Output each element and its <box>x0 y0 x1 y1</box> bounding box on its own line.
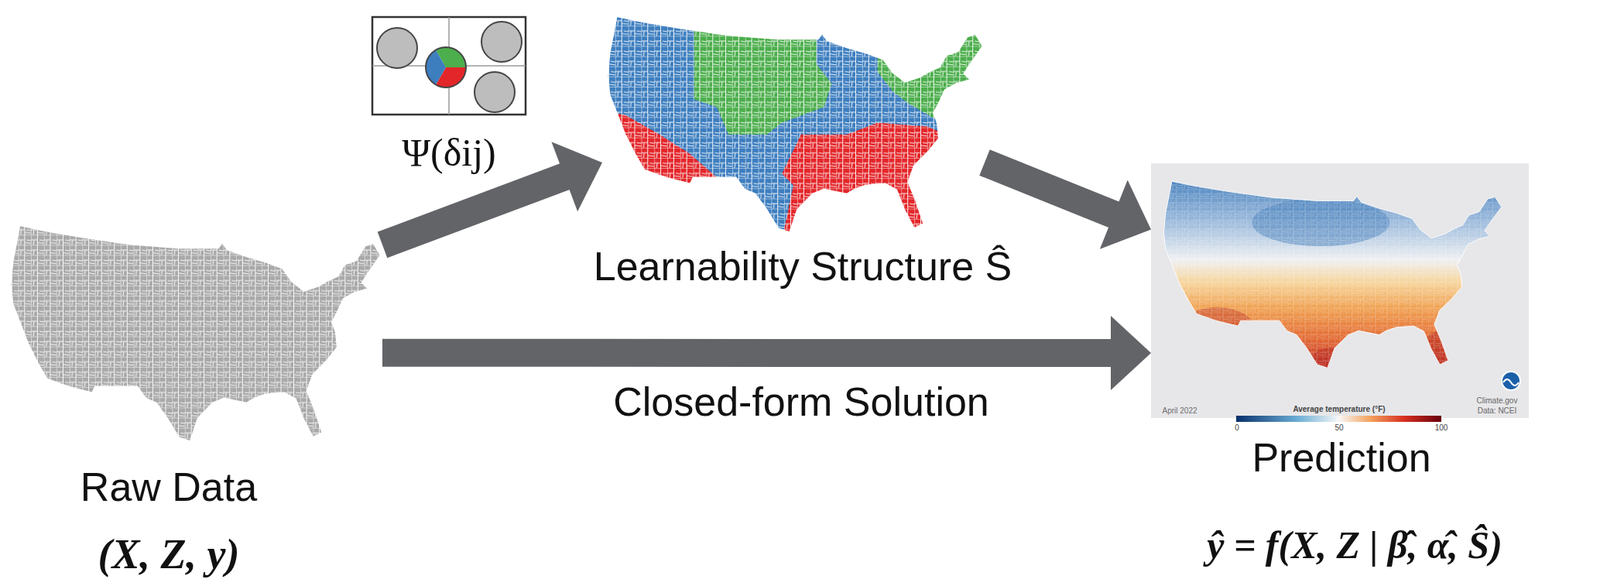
blue-region <box>602 5 985 240</box>
noaa-logo <box>1501 371 1521 391</box>
us-outline <box>10 225 381 442</box>
temperature-us-map <box>1158 171 1504 378</box>
math-label: ŷ = f(X, Z | β̂, α̂, Ŝ) <box>1206 523 1503 569</box>
source-credit: Data: NCEI <box>1477 406 1518 416</box>
icon-circle <box>474 71 515 113</box>
map-date: April 2022 <box>1161 406 1197 416</box>
cluster-us-map <box>602 5 985 240</box>
pie-outline <box>425 47 466 88</box>
noaa-logo-wave <box>1503 379 1519 386</box>
arrow-body <box>984 162 1115 215</box>
gray-us-map <box>5 214 383 449</box>
county-lines <box>1158 171 1504 375</box>
arrow-head <box>1099 180 1152 250</box>
color-bar-title: Average temperature (°F) <box>1292 404 1385 415</box>
function-label: Ψ(δij) <box>401 130 497 176</box>
node-heading: Learnability Structure Ŝ <box>593 243 1013 291</box>
tick-label: 100 <box>1435 423 1449 433</box>
edge-label: Closed-form Solution <box>608 379 994 426</box>
icon-circle <box>481 21 522 62</box>
arrow-head <box>1110 315 1152 391</box>
county-lines <box>602 5 985 240</box>
color-bar <box>1236 415 1442 422</box>
tick-label: 50 <box>1334 423 1344 433</box>
node-heading: Prediction <box>1251 435 1431 482</box>
icon-frame <box>372 17 526 115</box>
map-panel <box>1151 163 1529 418</box>
pie-slice <box>425 49 446 85</box>
prediction-map: Predictionŷ = f(X, Z | β̂, α̂, Ŝ) <box>1151 163 1529 418</box>
us-outline <box>607 16 984 233</box>
tick-label: 0 <box>1234 423 1240 433</box>
arrow-head <box>551 141 603 212</box>
learnability-map: Learnability Structure Ŝ <box>602 5 985 240</box>
raw-data-map: Raw Data(X, Z, y) <box>5 214 383 449</box>
icon-circle <box>376 27 418 69</box>
node-heading: Raw Data <box>80 464 257 511</box>
block-arrow <box>984 162 1152 250</box>
source-credit: Climate.gov <box>1476 396 1518 406</box>
similarity-icon <box>372 17 526 115</box>
arrow-body <box>382 176 566 245</box>
county-lines <box>5 214 383 449</box>
arrow-body <box>382 339 1112 367</box>
us-outline <box>1163 181 1502 368</box>
math-label: (X, Z, y) <box>98 530 240 579</box>
